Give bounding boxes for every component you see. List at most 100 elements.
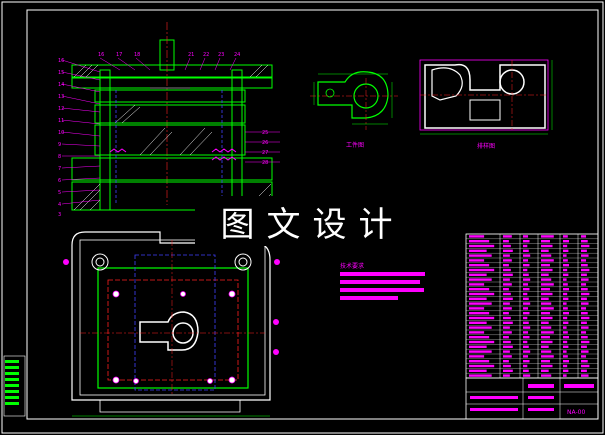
tech-requirements: 技术要求 bbox=[340, 262, 425, 300]
drawing-number: NA-00 bbox=[567, 409, 585, 416]
parts-list-cell bbox=[541, 273, 549, 276]
parts-list-cell bbox=[581, 288, 588, 291]
parts-list-cell bbox=[563, 336, 569, 339]
svg-text:23: 23 bbox=[218, 52, 224, 58]
parts-list-cell bbox=[563, 326, 567, 329]
parts-list-cell bbox=[541, 364, 553, 368]
parts-list-cell bbox=[469, 345, 487, 348]
svg-text:18: 18 bbox=[134, 52, 140, 58]
parts-list-cell bbox=[541, 297, 549, 300]
parts-list-cell bbox=[563, 340, 568, 344]
parts-list-cell bbox=[523, 307, 529, 310]
parts-list-cell bbox=[469, 326, 492, 329]
parts-list-cell bbox=[469, 240, 490, 243]
parts-list-cell bbox=[523, 259, 529, 262]
parts-list-cell bbox=[523, 374, 531, 377]
parts-list-cell bbox=[523, 336, 530, 339]
parts-list-cell bbox=[503, 374, 510, 377]
parts-list-cell bbox=[503, 340, 511, 344]
parts-list-cell bbox=[523, 244, 528, 248]
parts-list-cell bbox=[541, 350, 552, 353]
parts-list-cell bbox=[581, 336, 588, 339]
tech-requirements-title: 技术要求 bbox=[340, 262, 364, 270]
parts-list-cell bbox=[503, 244, 511, 248]
parts-list-cell bbox=[541, 321, 549, 324]
parts-list-cell bbox=[503, 331, 512, 334]
parts-list-cell bbox=[581, 249, 587, 252]
parts-list-cell bbox=[503, 336, 509, 339]
parts-list-cell bbox=[523, 364, 528, 368]
parts-list-cell bbox=[581, 244, 590, 248]
parts-list-cell bbox=[469, 235, 485, 238]
parts-list-cell bbox=[503, 321, 513, 324]
parts-list-cell bbox=[563, 259, 568, 262]
parts-list-cell bbox=[523, 292, 528, 296]
parts-list-cell bbox=[541, 264, 550, 267]
parts-list-cell bbox=[541, 240, 550, 243]
parts-list-cell bbox=[581, 312, 588, 315]
parts-list-cell bbox=[469, 264, 490, 267]
parts-list-cell bbox=[523, 283, 529, 286]
parts-list-cell bbox=[503, 297, 513, 300]
parts-list-cell bbox=[563, 316, 568, 320]
svg-text:6: 6 bbox=[58, 178, 61, 184]
svg-text:26: 26 bbox=[262, 140, 268, 146]
svg-text:13: 13 bbox=[58, 94, 64, 100]
parts-list-cell bbox=[581, 273, 587, 276]
parts-list-cell bbox=[581, 360, 588, 363]
parts-list-cell bbox=[469, 350, 492, 353]
parts-list-cell bbox=[469, 331, 485, 334]
parts-list-cell bbox=[581, 254, 589, 257]
svg-text:4: 4 bbox=[58, 202, 61, 208]
parts-list-cell bbox=[581, 268, 590, 272]
parts-list-cell bbox=[541, 340, 553, 344]
parts-list-cell bbox=[541, 316, 553, 320]
parts-list-cell bbox=[581, 316, 590, 320]
parts-list-cell bbox=[563, 292, 568, 296]
parts-list-cell bbox=[563, 355, 568, 358]
parts-list-cell bbox=[503, 273, 513, 276]
parts-list-cell bbox=[541, 244, 553, 248]
svg-text:8: 8 bbox=[58, 154, 61, 160]
inner-border bbox=[26, 9, 599, 420]
parts-list-cell bbox=[541, 336, 550, 339]
svg-text:22: 22 bbox=[203, 52, 209, 58]
parts-list-cell bbox=[469, 340, 495, 344]
parts-list-cell bbox=[503, 326, 510, 329]
parts-list-cell bbox=[563, 321, 569, 324]
parts-list-cell bbox=[523, 345, 529, 348]
parts-list-cell bbox=[469, 302, 492, 305]
svg-text:12: 12 bbox=[58, 106, 64, 112]
parts-list-cell bbox=[469, 364, 495, 368]
parts-list-cell bbox=[469, 321, 487, 324]
parts-list-cell bbox=[523, 369, 529, 372]
svg-text:11: 11 bbox=[58, 118, 64, 124]
binding-strip bbox=[3, 355, 26, 417]
parts-list-cell bbox=[469, 369, 487, 372]
parts-list-cell bbox=[541, 292, 553, 296]
parts-list-cell bbox=[541, 369, 549, 372]
parts-list-cell bbox=[469, 259, 485, 262]
parts-list-cell bbox=[563, 345, 569, 348]
parts-list-cell bbox=[563, 264, 569, 267]
parts-list-cell bbox=[523, 360, 530, 363]
parts-list-cell bbox=[503, 235, 512, 238]
parts-list-cell bbox=[541, 249, 549, 252]
layout-view-label: 排样图 bbox=[477, 142, 495, 150]
parts-list-cell bbox=[503, 312, 509, 315]
parts-list-cell bbox=[581, 307, 587, 310]
parts-list-cell bbox=[563, 254, 567, 257]
parts-list-cell bbox=[541, 288, 550, 291]
parts-list-cell bbox=[541, 355, 554, 358]
parts-list-cell bbox=[581, 297, 587, 300]
parts-list-cell bbox=[469, 297, 487, 300]
parts-list-cell bbox=[523, 331, 529, 334]
parts-list-cell bbox=[469, 273, 487, 276]
svg-text:16: 16 bbox=[58, 58, 64, 64]
parts-list-cell bbox=[523, 264, 530, 267]
parts-list-cell bbox=[503, 307, 512, 310]
parts-list-cell bbox=[581, 345, 587, 348]
plan-view bbox=[63, 231, 280, 417]
